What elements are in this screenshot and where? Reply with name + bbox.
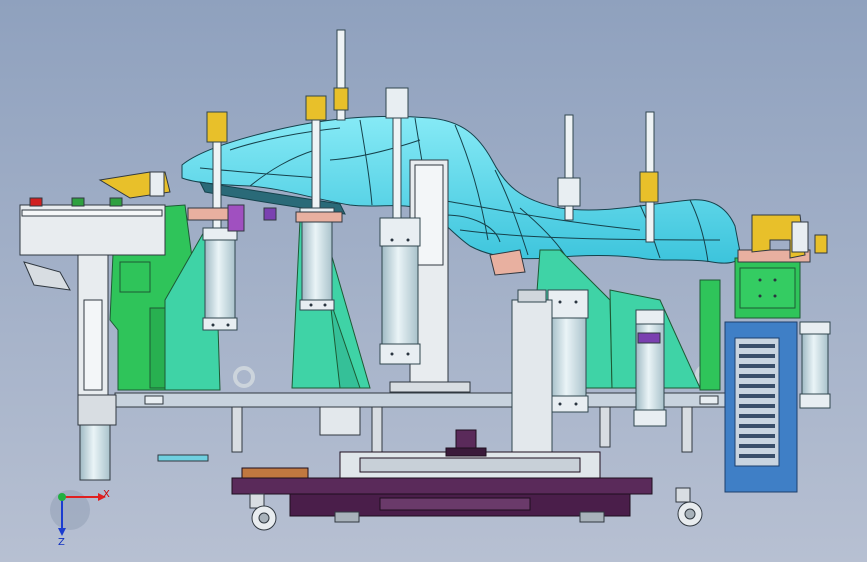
clamp-cylinder-5 (547, 114, 589, 413)
clamp-cylinder-4 (379, 87, 421, 365)
workpiece-underside (199, 181, 346, 215)
yellow-clamp-left (98, 171, 171, 199)
center-post (511, 289, 553, 461)
blue-filter-panel (724, 321, 798, 493)
trolley-cart (231, 429, 653, 517)
right-clamp-assembly (751, 214, 828, 259)
clamp-cylinder-3 (333, 29, 349, 121)
lifting-eye-left (233, 366, 255, 388)
bolt-details (211, 238, 777, 406)
caster-wheels (249, 487, 703, 531)
workpiece-panel (181, 115, 741, 264)
coordinate-triad: X Z (50, 489, 110, 548)
purple-blocks (227, 204, 661, 344)
left-control-box (19, 197, 166, 481)
side-cylinder-right (799, 321, 831, 409)
triad-z-label: Z (58, 537, 65, 548)
triad-x-label: X (103, 489, 110, 500)
